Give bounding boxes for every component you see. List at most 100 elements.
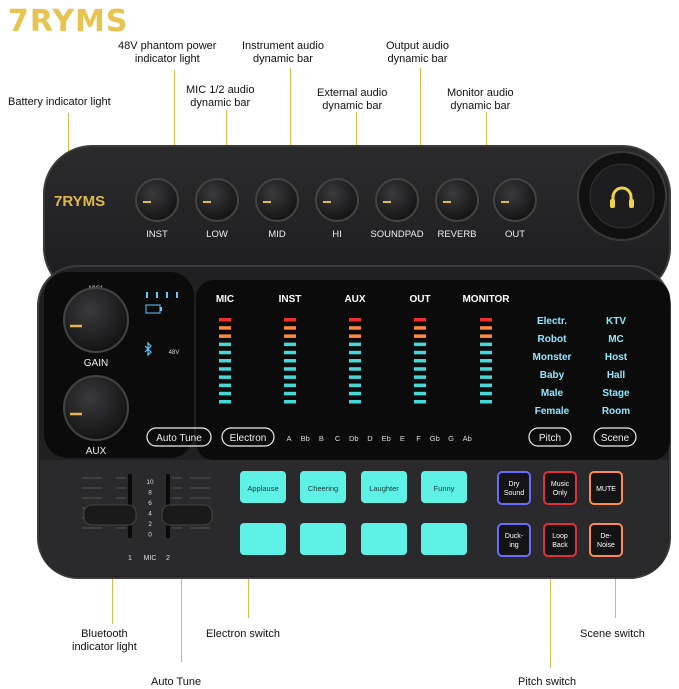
function-button-loopback[interactable] [543, 523, 577, 557]
electron-button[interactable] [221, 427, 275, 447]
sound-pad-blank[interactable] [421, 523, 467, 555]
headphones-icon [610, 186, 634, 208]
meter-segment [414, 400, 426, 404]
knob-out[interactable] [493, 178, 537, 222]
function-button-drysound[interactable] [497, 471, 531, 505]
sound-pad-applause[interactable] [240, 471, 286, 503]
meter-segment [284, 342, 296, 347]
meter-segment [414, 383, 426, 388]
meter-segment [349, 326, 361, 330]
meter-label-aux: AUX [344, 294, 365, 305]
function-label-line1: Loop [552, 533, 568, 540]
meter-segment [219, 334, 231, 338]
meter-segment [349, 359, 361, 363]
knob-low[interactable] [195, 178, 239, 222]
meter-segment [349, 375, 361, 379]
external-callout-line2: dynamic bar [322, 100, 383, 112]
scene-button[interactable] [593, 427, 637, 447]
knob-hi[interactable] [315, 178, 359, 222]
function-button-mute[interactable] [589, 471, 623, 505]
aux-label: AUX [86, 446, 107, 457]
knob-mid[interactable] [255, 178, 299, 222]
key-a: A [286, 434, 291, 443]
meter-label-mic: MIC [216, 294, 234, 305]
pitch-button[interactable] [528, 427, 572, 447]
function-label-line2: Back [552, 542, 568, 549]
effect-male: Male [541, 388, 564, 399]
sound-pad-label-cheering: Cheering [308, 484, 338, 493]
battery-callout: Battery indicator light [8, 96, 111, 108]
fader-label-1: 1 [128, 555, 132, 562]
knob-soundpad[interactable] [375, 178, 419, 222]
meter-segment [414, 318, 426, 322]
monitor-callout-line2: dynamic bar [450, 100, 511, 112]
meter-segment [219, 342, 231, 347]
sound-pad-blank[interactable] [300, 523, 346, 555]
meter-segment [219, 326, 231, 330]
meter-label-inst: INST [279, 294, 302, 305]
bluetooth-icon [144, 341, 152, 357]
key-bb: Bb [301, 434, 310, 443]
knob-inst[interactable] [135, 178, 179, 222]
meter-segment [349, 342, 361, 347]
knob-label-out: OUT [505, 229, 525, 240]
gain-label: GAIN [84, 358, 108, 369]
mic1-fader-knob[interactable] [83, 504, 137, 526]
sound-pad-blank[interactable] [240, 523, 286, 555]
key-e: E [400, 434, 405, 443]
function-label-line1: Music [551, 481, 570, 488]
meter-segment [480, 375, 492, 379]
meter-segment [414, 326, 426, 330]
meter-segment [284, 383, 296, 388]
phantom-callout: 48V phantom power indicator light [118, 40, 216, 66]
meter-segment [480, 326, 492, 330]
mic2-fader-knob[interactable] [161, 504, 213, 526]
key-db: Db [349, 434, 359, 443]
meter-segment [414, 367, 426, 371]
effect-monster: Monster [533, 352, 572, 363]
meter-segment [219, 359, 231, 363]
auto-tune-button[interactable] [146, 427, 212, 447]
function-label-line1: Duck- [505, 533, 524, 540]
electron-callout: Electron switch [206, 628, 280, 640]
key-f: F [416, 434, 421, 443]
pitch-label: Pitch [539, 433, 561, 444]
gain-knob[interactable] [63, 287, 129, 353]
meter-segment [414, 375, 426, 379]
meter-segment [414, 391, 426, 396]
instrument-callout: Instrument audio dynamic bar [242, 40, 324, 66]
effect-stage: Stage [602, 388, 630, 399]
meter-segment [414, 334, 426, 338]
output-callout-line2: dynamic bar [387, 53, 448, 65]
output-callout: Output audio dynamic bar [386, 40, 449, 66]
sound-pad-label-funny: Funny [434, 484, 455, 493]
bluetooth-callout: Bluetooth indicator light [72, 628, 137, 654]
function-label-line1: Dry [509, 481, 520, 488]
meter-segment [284, 318, 296, 322]
meter-label-monitor: MONITOR [462, 294, 510, 305]
function-button-denoise[interactable] [589, 523, 623, 557]
phantom-48v-label: 48V [169, 350, 180, 356]
meter-segment [349, 334, 361, 338]
meter-segment [284, 350, 296, 355]
meter-segment [480, 391, 492, 396]
fader-scale-0: 0 [148, 532, 152, 539]
meter-segment [349, 350, 361, 355]
device-brand-text: 7RYMS [54, 193, 105, 210]
sound-pad-laughter[interactable] [361, 471, 407, 503]
function-label-line1: De- [600, 533, 612, 540]
function-button-ducking[interactable] [497, 523, 531, 557]
sound-pad-funny[interactable] [421, 471, 467, 503]
meter-segment [219, 375, 231, 379]
auto-tune-label: Auto Tune [156, 433, 202, 444]
sound-pad-blank[interactable] [361, 523, 407, 555]
function-button-musiconly[interactable] [543, 471, 577, 505]
pitch-callout: Pitch switch [518, 676, 577, 688]
effect-mc: MC [608, 334, 624, 345]
knob-reverb[interactable] [435, 178, 479, 222]
aux-knob[interactable] [63, 375, 129, 441]
effect-hall: Hall [607, 370, 626, 381]
meter-segment [480, 350, 492, 355]
monitor-callout-line1: Monitor audio [447, 87, 514, 99]
sound-pad-cheering[interactable] [300, 471, 346, 503]
